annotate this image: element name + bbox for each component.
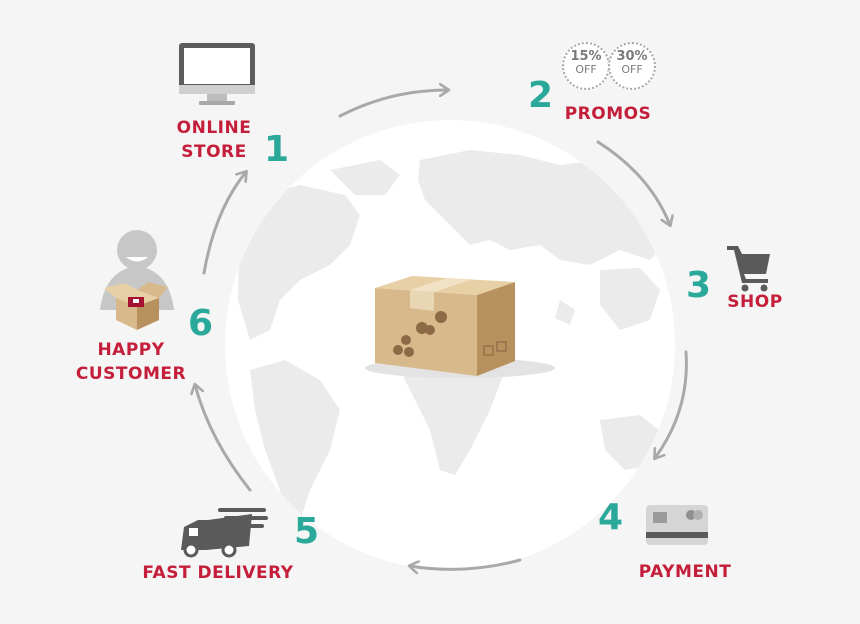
arrow-6-to-1	[202, 172, 246, 275]
step-1-label-line2: STORE	[181, 142, 247, 162]
step-6-number: 6	[188, 303, 214, 344]
step-6-label-line2: CUSTOMER	[75, 364, 187, 384]
promo-badge-30: 30% OFF	[608, 42, 656, 90]
step-6-label-line1: HAPPY	[97, 340, 165, 360]
credit-card-icon	[646, 505, 708, 545]
step-2-number: 2	[528, 75, 554, 116]
step-4-label: PAYMENT	[638, 562, 732, 582]
promo-badge-30-off: OFF	[621, 63, 643, 76]
promo-badge-30-percent: 30%	[616, 49, 648, 64]
arrow-2-to-3	[596, 140, 670, 225]
step-2-label: PROMOS	[564, 104, 652, 124]
step-1-label: ONLINE STORE	[166, 116, 262, 164]
step-5-number: 5	[294, 511, 320, 552]
promo-badge-15-off: OFF	[575, 63, 597, 76]
step-4-number: 4	[598, 497, 624, 538]
arrow-3-to-4	[655, 350, 688, 458]
monitor-icon	[179, 43, 255, 105]
promo-badge-15: 15% OFF	[562, 42, 610, 90]
step-1-number: 1	[264, 129, 290, 170]
step-3-number: 3	[686, 265, 712, 306]
cardboard-box-icon	[365, 276, 555, 378]
step-3-label: SHOP	[727, 292, 783, 312]
arrow-1-to-2	[338, 90, 448, 118]
arrow-5-to-6	[195, 385, 252, 492]
customer-with-box-icon	[100, 230, 174, 330]
arrow-4-to-5	[410, 558, 522, 569]
promo-badge-15-percent: 15%	[570, 49, 602, 64]
step-1-label-line1: ONLINE	[176, 118, 252, 138]
shopping-cart-icon	[727, 246, 770, 292]
delivery-truck-icon	[181, 508, 268, 558]
step-6-label: HAPPY CUSTOMER	[72, 338, 190, 386]
step-5-label: FAST DELIVERY	[142, 563, 294, 583]
